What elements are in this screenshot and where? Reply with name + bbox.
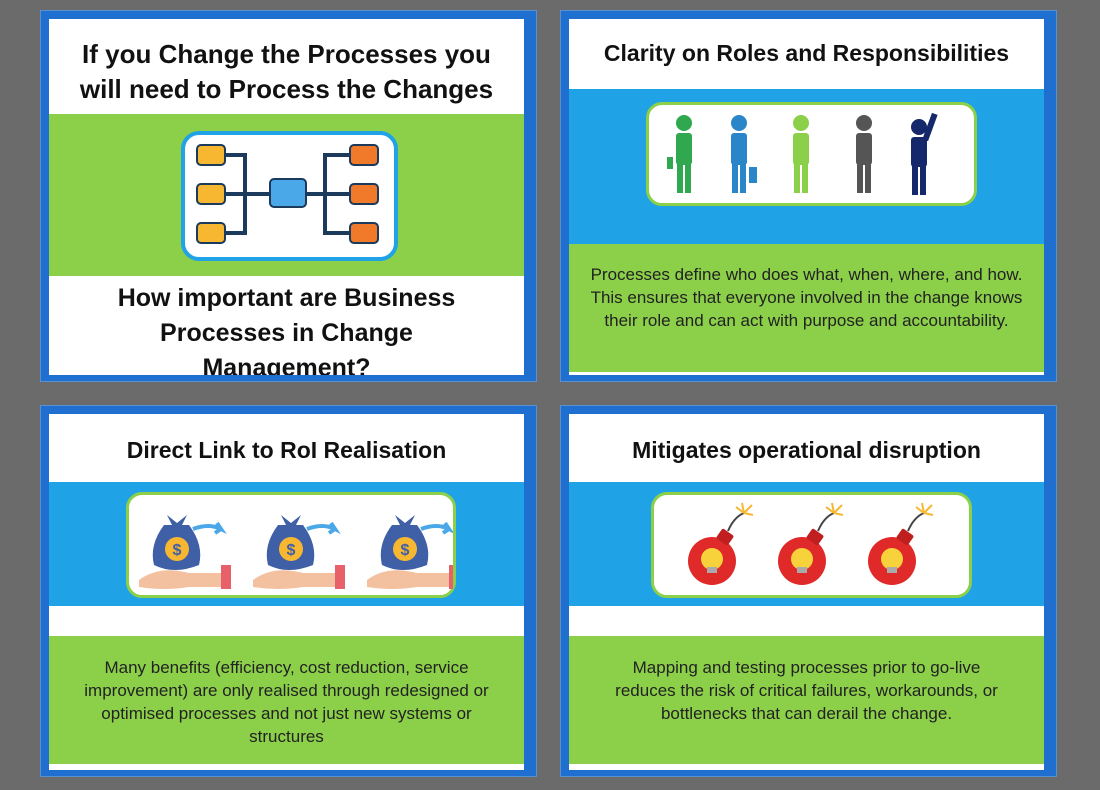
slide-content: Mitigates operational disruption	[569, 414, 1044, 770]
process-card	[181, 131, 398, 261]
people-card	[646, 102, 977, 206]
slide-operational-disruption[interactable]: Mitigates operational disruption	[560, 405, 1057, 777]
slide-title: Direct Link to RoI Realisation	[126, 437, 447, 463]
slide-body-text: Mapping and testing processes prior to g…	[615, 658, 998, 723]
green-band	[569, 636, 1044, 764]
team-people-icon	[667, 112, 938, 195]
bomb-card	[651, 492, 972, 598]
process-flow-diagram-icon	[196, 144, 379, 244]
money-bag-hand-icon: $	[139, 513, 453, 591]
slide-question: How important are Business Processes in …	[117, 284, 456, 375]
slide-roles-responsibilities[interactable]: Clarity on Roles and Responsibilities	[560, 10, 1057, 382]
slide-content: Direct Link to RoI Realisation $ Many be…	[49, 414, 524, 770]
slide-title: Clarity on Roles and Responsibilities	[603, 40, 1010, 66]
svg-text:$: $	[173, 542, 182, 559]
slide-title: Mitigates operational disruption	[632, 437, 981, 463]
money-card: $	[126, 492, 456, 598]
slide-body-text: Many benefits (efficiency, cost reductio…	[84, 658, 489, 746]
slide-process-changes[interactable]: If you Change the Processes you will nee…	[40, 10, 537, 382]
slide-content: If you Change the Processes you will nee…	[49, 19, 524, 375]
bomb-icon	[688, 502, 934, 586]
slide-title: If you Change the Processes you will nee…	[79, 39, 494, 104]
green-band	[569, 244, 1044, 372]
slide-content: Clarity on Roles and Responsibilities	[569, 19, 1044, 375]
slide-roi-realisation[interactable]: Direct Link to RoI Realisation $ Many be…	[40, 405, 537, 777]
green-band	[49, 636, 524, 764]
slide-body-text: Processes define who does what, when, wh…	[590, 265, 1023, 330]
